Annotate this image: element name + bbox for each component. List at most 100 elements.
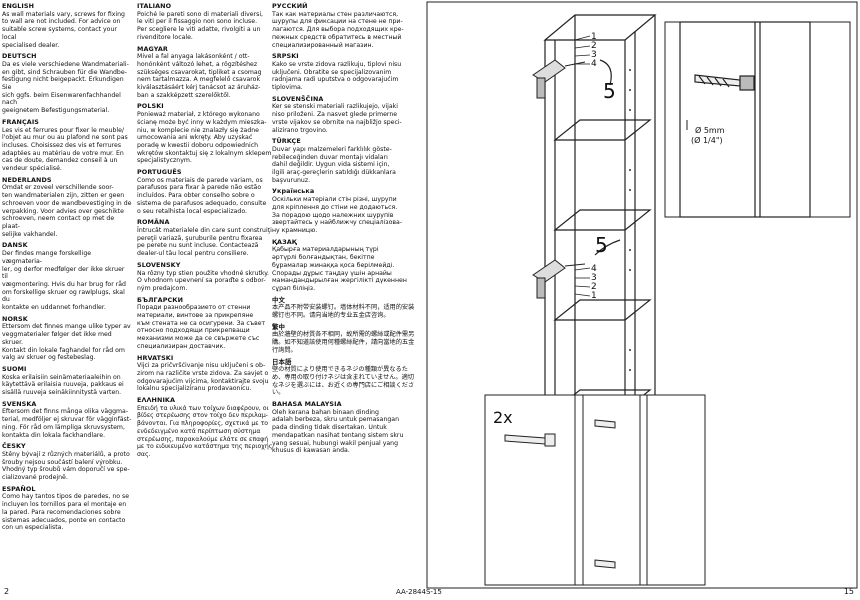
language-body: Ponieważ materiał, z którego wykonano śc… <box>137 111 272 165</box>
drill-size-mm: Ø 5mm <box>695 125 725 135</box>
language-body: Қабырға материалдарының түрі әртүрлі бол… <box>272 246 407 292</box>
language-heading: 中文 <box>272 295 285 304</box>
callout-bottom-3: 3 <box>591 273 597 283</box>
language-body: Oleh kerana bahan binaan dinding adalah … <box>272 408 404 455</box>
drill-bottom-icon <box>532 259 586 299</box>
language-body: Оскільки матеріали стін різні, шурупи дл… <box>272 196 403 234</box>
language-body: Επειδή τα υλικά των τοίχων διαφέρουν, οι… <box>137 404 273 458</box>
language-heading: NEDERLANDS <box>2 175 52 184</box>
page-number-right: 15 <box>843 587 854 596</box>
language-body: Mivel a fal anyaga lakásonként / ott- ho… <box>137 53 262 99</box>
language-heading: DANSK <box>2 241 28 250</box>
language-heading: БЪЛГАРСКИ <box>137 295 184 304</box>
language-body: Ker se stenski materiali razlikujejo, vi… <box>272 103 402 134</box>
language-body: Stěny bývají z různých materiálů, a prot… <box>2 450 130 482</box>
language-body: Der findes mange forskellige vægmateria-… <box>2 250 126 312</box>
language-body: Da es viele verschiedene Wandmateriali- … <box>2 60 129 115</box>
language-body: Ettersom det finnes mange ulike typer av… <box>2 323 131 362</box>
language-heading: ITALIANO <box>137 2 172 10</box>
language-body: Eftersom det finns många olika väggma- t… <box>2 408 132 439</box>
page-number-left: 2 <box>4 587 10 596</box>
language-heading: SVENSKA <box>2 399 37 408</box>
language-body: Omdat er zoveel verschillende soor- ten … <box>2 184 132 238</box>
language-heading: NORSK <box>2 314 28 323</box>
language-body: Koska erilaisiin seinämateriaaleihin on … <box>2 373 124 397</box>
language-body: Les vis et ferrures pour fixer le meuble… <box>2 126 128 173</box>
callout-top-2: 2 <box>591 41 597 51</box>
language-heading: ҚАЗАҚ <box>272 237 297 246</box>
language-heading: РУССКИЙ <box>272 2 308 10</box>
language-body: Vijci za pričvršćivanje nisu uključeni s… <box>137 362 269 393</box>
callout-bottom-1: 1 <box>591 291 597 301</box>
callout-top-1: 1 <box>591 32 597 42</box>
language-heading: ROMÂNA <box>137 218 170 227</box>
language-heading: SRPSKI <box>272 52 299 61</box>
language-body: 本产品不附带安装螺钉。墙体材料不同，适用的安装螺钉也不同。请向当地的专业五金店咨… <box>272 304 415 320</box>
language-heading: PORTUGUÊS <box>137 168 182 177</box>
language-heading: HRVATSKI <box>137 353 174 362</box>
language-heading: ENGLISH <box>2 2 35 10</box>
language-heading: DEUTSCH <box>2 52 37 61</box>
language-body: Kako se vrste zidova razlikuju, tiplovi … <box>272 60 402 92</box>
language-heading: ESPAÑOL <box>2 484 36 493</box>
drill-top-icon <box>532 59 586 99</box>
quantity-label: 2x <box>493 408 513 427</box>
language-body: Como hay tantos tipos de paredes, no se … <box>2 493 130 532</box>
language-heading: 繁中 <box>272 322 285 331</box>
language-section: 中文本产品不附带安装螺钉。墙体材料不同，适用的安装螺钉也不同。请向当地的专业五金… <box>272 295 417 320</box>
callout-bottom-4: 4 <box>591 264 597 274</box>
language-heading: SLOVENŠČINA <box>272 94 324 103</box>
step-number-bottom: 5 <box>595 233 608 257</box>
language-body: Como os materiais de parede variam, os p… <box>137 176 267 215</box>
language-body: As wall materials vary, screws for fixin… <box>2 10 125 49</box>
assembly-illustration: 1 2 3 4 4 3 2 1 5 5 Ø 5mm (Ø 1/4") 2x <box>426 1 858 589</box>
language-heading: SLOVENSKY <box>137 260 181 269</box>
callout-top-4: 4 <box>591 59 597 69</box>
language-section: 繁中由於牆壁的材質各不相同，故所需的螺絲或配件需另購。如不知道該使用何種螺絲配件… <box>272 322 417 355</box>
language-body: 壁の材質により使用できるネジの種類が異なるため、専用の取り付けネジは含まれていま… <box>272 366 415 397</box>
language-heading: MAGYAR <box>137 44 168 53</box>
screw-detail-icon <box>679 21 811 218</box>
language-heading: POLSKI <box>137 102 164 111</box>
language-heading: TÜRKÇE <box>272 137 301 146</box>
language-body: Поради разнообразието от стенни материал… <box>137 304 266 350</box>
language-heading: FRANÇAIS <box>2 117 39 126</box>
step-number-top: 5 <box>603 79 616 103</box>
language-heading: ČESKY <box>2 442 26 451</box>
language-section: 日本語壁の材質により使用できるネジの種類が異なるため、専用の取り付けネジは含まれ… <box>272 357 417 398</box>
language-heading: Українська <box>272 187 315 196</box>
language-body: Poiché le pareti sono di materiali diver… <box>137 10 264 41</box>
drill-size-in: (Ø 1/4") <box>691 135 723 145</box>
language-heading: SUOMI <box>2 364 27 373</box>
language-heading: 日本語 <box>272 357 292 366</box>
language-body: Na rôzny typ stien použite vhodné skrutk… <box>137 269 270 292</box>
callout-bottom-2: 2 <box>591 282 597 292</box>
document-code: AA-2844S-15 <box>396 588 442 596</box>
